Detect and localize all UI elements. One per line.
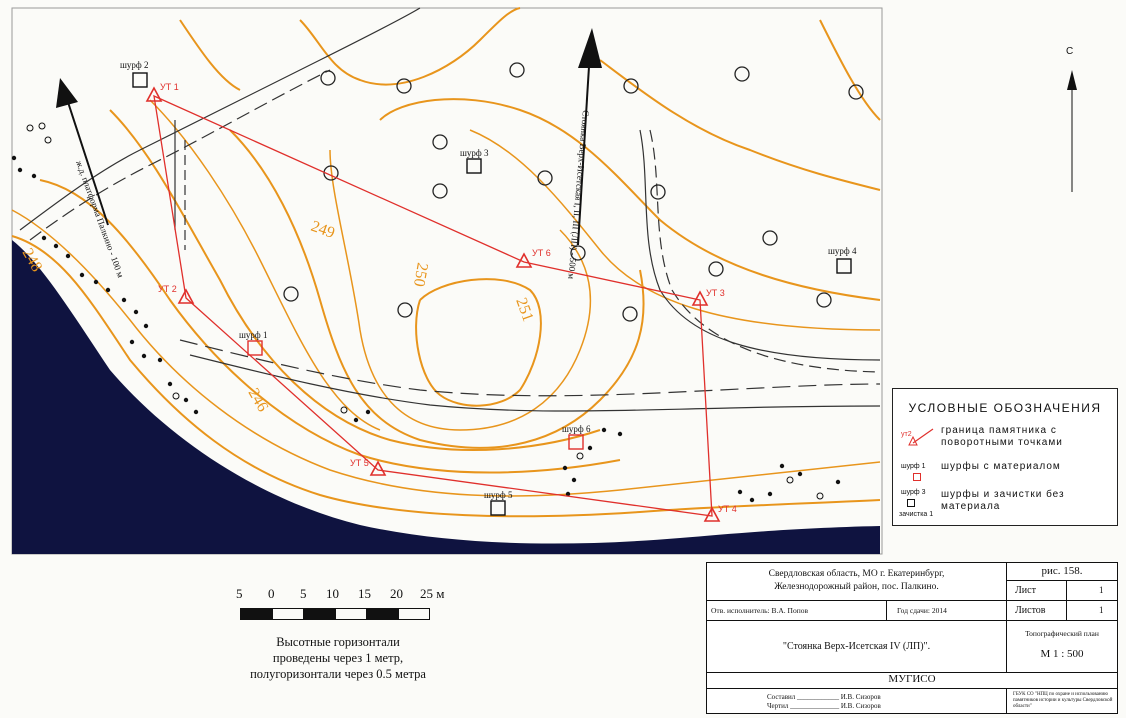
test-pit-marker	[836, 258, 852, 274]
sheets-value: 1	[1067, 601, 1117, 621]
test-pit-label: шурф 6	[562, 424, 591, 434]
org-name: МУГИСО	[707, 673, 1117, 689]
pit-material-symbol: шурф 1	[899, 461, 941, 485]
agency-name: ГБУК СО "НПЦ по охране и использованию п…	[1013, 692, 1113, 709]
legend-item-pit-empty: шурф 3 зачистка 1 шурфы и зачистки без м…	[899, 489, 1111, 518]
test-pit-marker	[490, 500, 506, 516]
turning-point-marker	[145, 86, 163, 102]
test-pit-label: шурф 2	[120, 60, 149, 70]
site-boundary	[153, 94, 713, 517]
scale-tick: 15	[358, 586, 371, 601]
turning-point-marker	[515, 252, 533, 268]
turning-point-marker	[177, 288, 195, 304]
figure-number: рис. 158.	[1007, 563, 1117, 581]
test-pit-label: шурф 1	[239, 330, 268, 340]
turning-point-marker	[691, 290, 709, 306]
legend-title: УСЛОВНЫЕ ОБОЗНАЧЕНИЯ	[908, 401, 1102, 415]
boundary-symbol: ут2	[899, 425, 941, 449]
direction-arrows	[56, 28, 1077, 246]
plan-cell: Топографический план М 1 : 500	[1007, 621, 1117, 673]
pit-empty-symbol: шурф 3 зачистка 1	[899, 489, 934, 518]
turning-point-label: УТ 3	[706, 288, 725, 298]
turning-point-label: УТ 1	[160, 82, 179, 92]
north-label: С	[1066, 46, 1074, 57]
legend-text-pit-material: шурфы с материалом	[941, 461, 1061, 472]
title-block: Свердловская область, МО г. Екатеринбург…	[706, 562, 1118, 714]
scale-tick: 25 м	[420, 586, 445, 601]
sheet-value: 1	[1067, 581, 1117, 601]
test-pit-label: шурф 4	[828, 246, 857, 256]
contour-interval-note: Высотные горизонтали проведены через 1 м…	[250, 635, 426, 681]
legend-item-boundary: ут2 граница памятника с поворотными точк…	[899, 425, 1111, 449]
executor: Отв. исполнитель: В.А. Попов	[707, 601, 887, 621]
test-pit-label: шурф 3	[460, 148, 489, 158]
turning-point-label: УТ 4	[718, 504, 737, 514]
scale-tick: 20	[390, 586, 403, 601]
tree-symbols	[283, 62, 864, 322]
water-body	[12, 240, 880, 554]
scale-tick: 5	[300, 586, 307, 601]
signatures: Составил ____________ И.В. Сизоров Черти…	[707, 689, 1007, 713]
legend-text-boundary: граница памятника с поворотными точками	[941, 425, 1063, 448]
legend-text-pit-empty: шурфы и зачистки без материала	[941, 489, 1065, 512]
scale-tick: 0	[268, 586, 275, 601]
north-arrow	[1067, 70, 1077, 192]
turning-point-label: УТ 2	[158, 284, 177, 294]
shrub-circles	[26, 122, 824, 500]
scale-ticks: 5 0 5 10 15 20 25 м	[214, 586, 462, 602]
legend-item-pit-material: шурф 1 шурфы с материалом	[899, 461, 1111, 485]
turning-points: УТ 1 УТ 2 УТ 3 УТ 4 УТ 5 УТ 6	[145, 82, 737, 522]
legend: УСЛОВНЫЕ ОБОЗНАЧЕНИЯ ут2 граница памятни…	[892, 388, 1118, 526]
site-name: "Стоянка Верх-Исетская IV (ЛП)".	[707, 621, 1007, 673]
shrub-symbols	[11, 155, 841, 503]
sheet-label: Лист	[1007, 581, 1067, 601]
turning-point-label: УТ 5	[350, 458, 369, 468]
turning-point-label: УТ 6	[532, 248, 551, 258]
scale-tick: 10	[326, 586, 339, 601]
turning-point-marker	[369, 460, 387, 476]
test-pit-marker	[466, 158, 482, 174]
test-pit-marker	[568, 434, 584, 450]
turning-point-marker	[703, 506, 721, 522]
year: Год сдачи: 2014	[887, 601, 1007, 621]
arrow-to-rail-platform	[56, 78, 109, 226]
scale-bar	[240, 608, 430, 620]
arrow-to-site	[577, 28, 602, 246]
test-pit-marker	[132, 72, 148, 88]
contour-label-250-a: 250	[410, 261, 431, 288]
contour-lines	[11, 7, 881, 518]
location-cell: Свердловская область, МО г. Екатеринбург…	[707, 563, 1007, 601]
sheets-label: Листов	[1007, 601, 1067, 621]
scale-tick: 5	[236, 586, 243, 601]
test-pits: шурф 1 шурф 2 шурф 3 шурф 4 шурф 5 шурф 6	[120, 60, 857, 516]
test-pit-label: шурф 5	[484, 490, 513, 500]
test-pit-marker	[247, 340, 263, 356]
